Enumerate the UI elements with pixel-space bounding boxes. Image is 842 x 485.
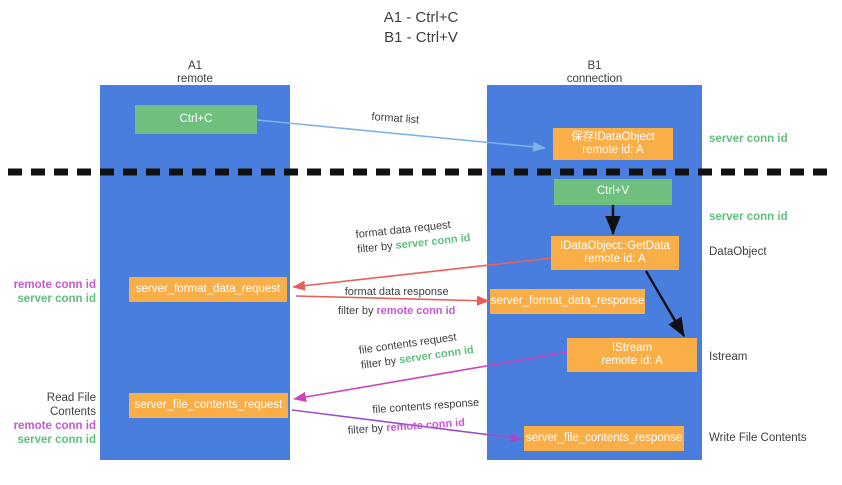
filter-prefix-4: filter by	[347, 422, 387, 437]
node-server-format-data-request[interactable]: server_format_data_request	[129, 277, 287, 302]
edge-label-format-list: format list	[371, 110, 420, 128]
annotation-remote-conn-id-1: remote conn id	[13, 279, 96, 291]
edge-label-format-data-response: format data response filter by remote co…	[338, 285, 455, 319]
annotation-dataobject: DataObject	[709, 246, 767, 258]
edge-label-format-data-response-line1: format data response	[344, 286, 449, 298]
edge-label-format-list-text: format list	[371, 110, 420, 127]
page-title: A1 - Ctrl+C B1 - Ctrl+V	[383, 9, 459, 46]
node-server-file-contents-request[interactable]: server_file_contents_request	[129, 393, 288, 418]
annotation-format-data-conn-ids: remote conn id server conn id	[0, 278, 96, 306]
filter-prefix-2: filter by	[338, 305, 377, 317]
annotation-server-conn-id-1: server conn id	[709, 133, 788, 145]
edge-label-file-contents-response: file contents response filter by remote …	[346, 396, 481, 439]
annotation-server-conn-id-3: server conn id	[17, 293, 96, 305]
edge-label-format-data-response-line2: filter by remote conn id	[338, 304, 455, 319]
node-save-idataobject[interactable]: 保存IDataObject remote id: A	[553, 128, 673, 160]
node-idataobject-getdata[interactable]: IDataObject::GetData remote id: A	[551, 236, 679, 270]
annotation-read-file-contents-label: Read File Contents	[46, 392, 96, 418]
filter-prefix-3: filter by	[360, 354, 401, 372]
edge-label-format-data-request: format data request filter by server con…	[355, 216, 471, 258]
annotation-server-conn-id-2: server conn id	[709, 211, 788, 223]
filter-word-remote-conn-id-1: remote conn id	[376, 305, 456, 317]
lane-header-b1: B1 connection	[566, 60, 623, 85]
node-server-format-data-response[interactable]: server_format_data_response	[490, 289, 645, 314]
annotation-server-conn-id-4: server conn id	[17, 434, 96, 446]
edge-label-file-contents-request: file contents request filter by server c…	[358, 328, 475, 374]
filter-word-remote-conn-id-2: remote conn id	[385, 416, 466, 435]
annotation-istream: Istream	[709, 351, 748, 363]
node-istream[interactable]: IStream remote id: A	[567, 338, 697, 372]
lane-header-a1: A1 remote	[177, 60, 213, 85]
annotation-read-file-contents: Read File Contents remote conn id server…	[0, 391, 96, 447]
node-ctrl-c[interactable]: Ctrl+C	[135, 105, 257, 134]
annotation-write-file-contents: Write File Contents	[709, 432, 807, 444]
filter-prefix-1: filter by	[356, 239, 397, 256]
node-server-file-contents-response[interactable]: server_file_contents_response	[524, 426, 684, 451]
node-ctrl-v[interactable]: Ctrl+V	[554, 179, 672, 205]
annotation-remote-conn-id-2: remote conn id	[13, 420, 96, 432]
